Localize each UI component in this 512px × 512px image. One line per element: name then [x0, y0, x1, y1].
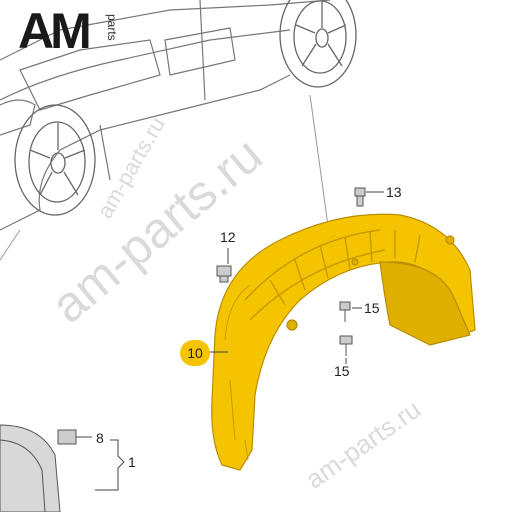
callout-lines [76, 191, 384, 491]
leader-lines [0, 94, 331, 261]
callout-8: 8 [96, 430, 104, 446]
liner-ribs [244, 229, 421, 321]
callout-12: 12 [220, 229, 236, 245]
screw-15b [339, 335, 353, 356]
car-outline [0, 0, 331, 231]
brand-logo-suffix: parts [105, 14, 119, 41]
callout-1: 1 [128, 454, 136, 470]
lower-arch [0, 424, 61, 512]
liner-inner-flange [379, 261, 471, 346]
callout-15-upper: 15 [364, 300, 380, 316]
callout-10: 10 [180, 340, 210, 366]
rear-wheel [279, 0, 357, 88]
brand-logo: AM [18, 3, 92, 59]
wheel-house-liner [211, 213, 476, 471]
callout-13: 13 [386, 184, 402, 200]
liner-edge [224, 284, 251, 461]
callout-15-lower: 15 [334, 363, 350, 379]
front-wheel [14, 104, 96, 216]
nut-12 [216, 265, 232, 283]
screw-15a [339, 301, 351, 322]
clip-8 [57, 429, 77, 445]
clip-13 [354, 187, 366, 207]
